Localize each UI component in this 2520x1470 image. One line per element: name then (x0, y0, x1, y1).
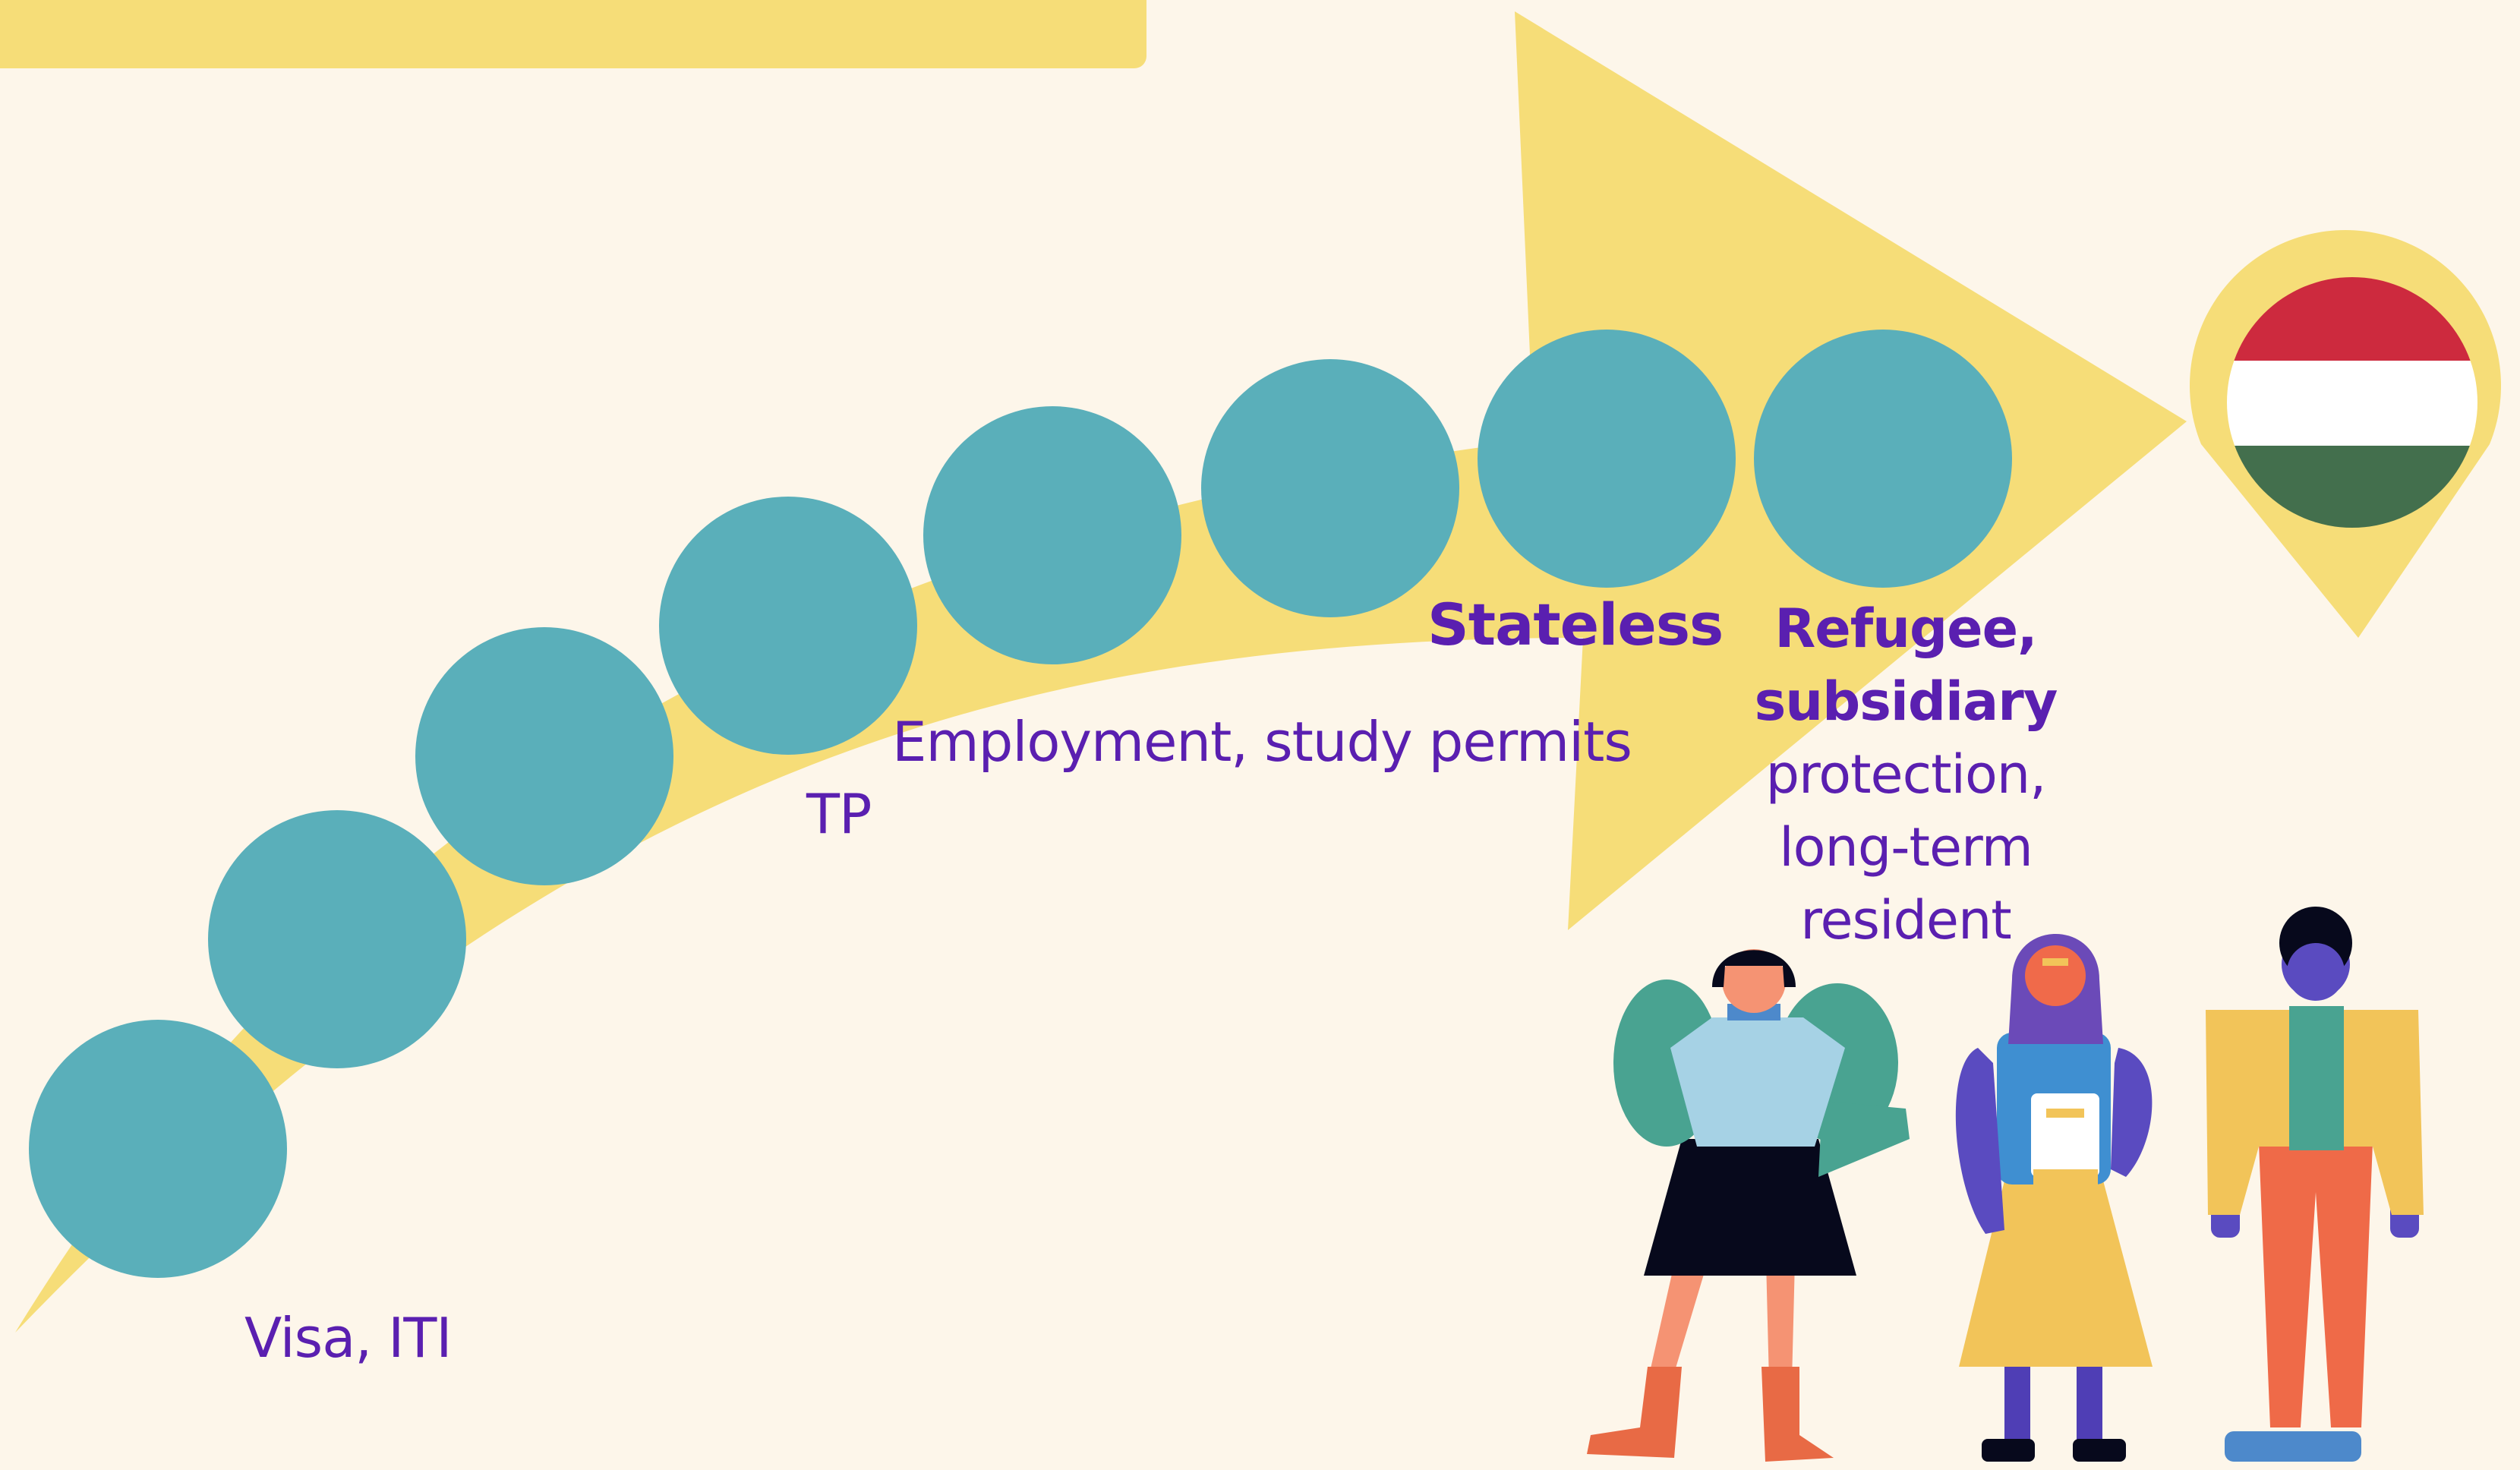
step-circle-8 (1754, 330, 2012, 588)
step-circle-6 (1201, 359, 1459, 617)
person-figure-icon (2206, 907, 2424, 1462)
step-label-tp: TP (806, 782, 872, 846)
person-figure-icon (1955, 934, 2153, 1462)
step-circle-7 (1478, 330, 1736, 588)
title-banner (0, 0, 1146, 68)
refugee-line: protection, (1765, 743, 2047, 806)
step-circles (29, 330, 2012, 1278)
step-label-stateless: Stateless (1427, 591, 1724, 658)
person-figure-icon (1587, 949, 1910, 1462)
step-label-employment: Employment, study permits (892, 710, 1632, 774)
refugee-line: subsidiary (1754, 670, 2058, 733)
refugee-line: resident (1800, 889, 2012, 951)
refugee-line: long-term (1779, 816, 2033, 879)
step-label-visa: Visa, ITI (244, 1306, 453, 1370)
step-circle-1 (29, 1020, 287, 1278)
step-circle-4 (659, 497, 917, 755)
hungary-flag-pin-icon (2190, 230, 2502, 638)
step-circle-2 (208, 810, 466, 1068)
step-circle-3 (415, 627, 673, 885)
step-label-refugee: Refugee, subsidiary protection, long-ter… (1746, 592, 2065, 957)
refugee-line: Refugee, (1774, 598, 2037, 660)
step-circle-5 (923, 406, 1181, 664)
